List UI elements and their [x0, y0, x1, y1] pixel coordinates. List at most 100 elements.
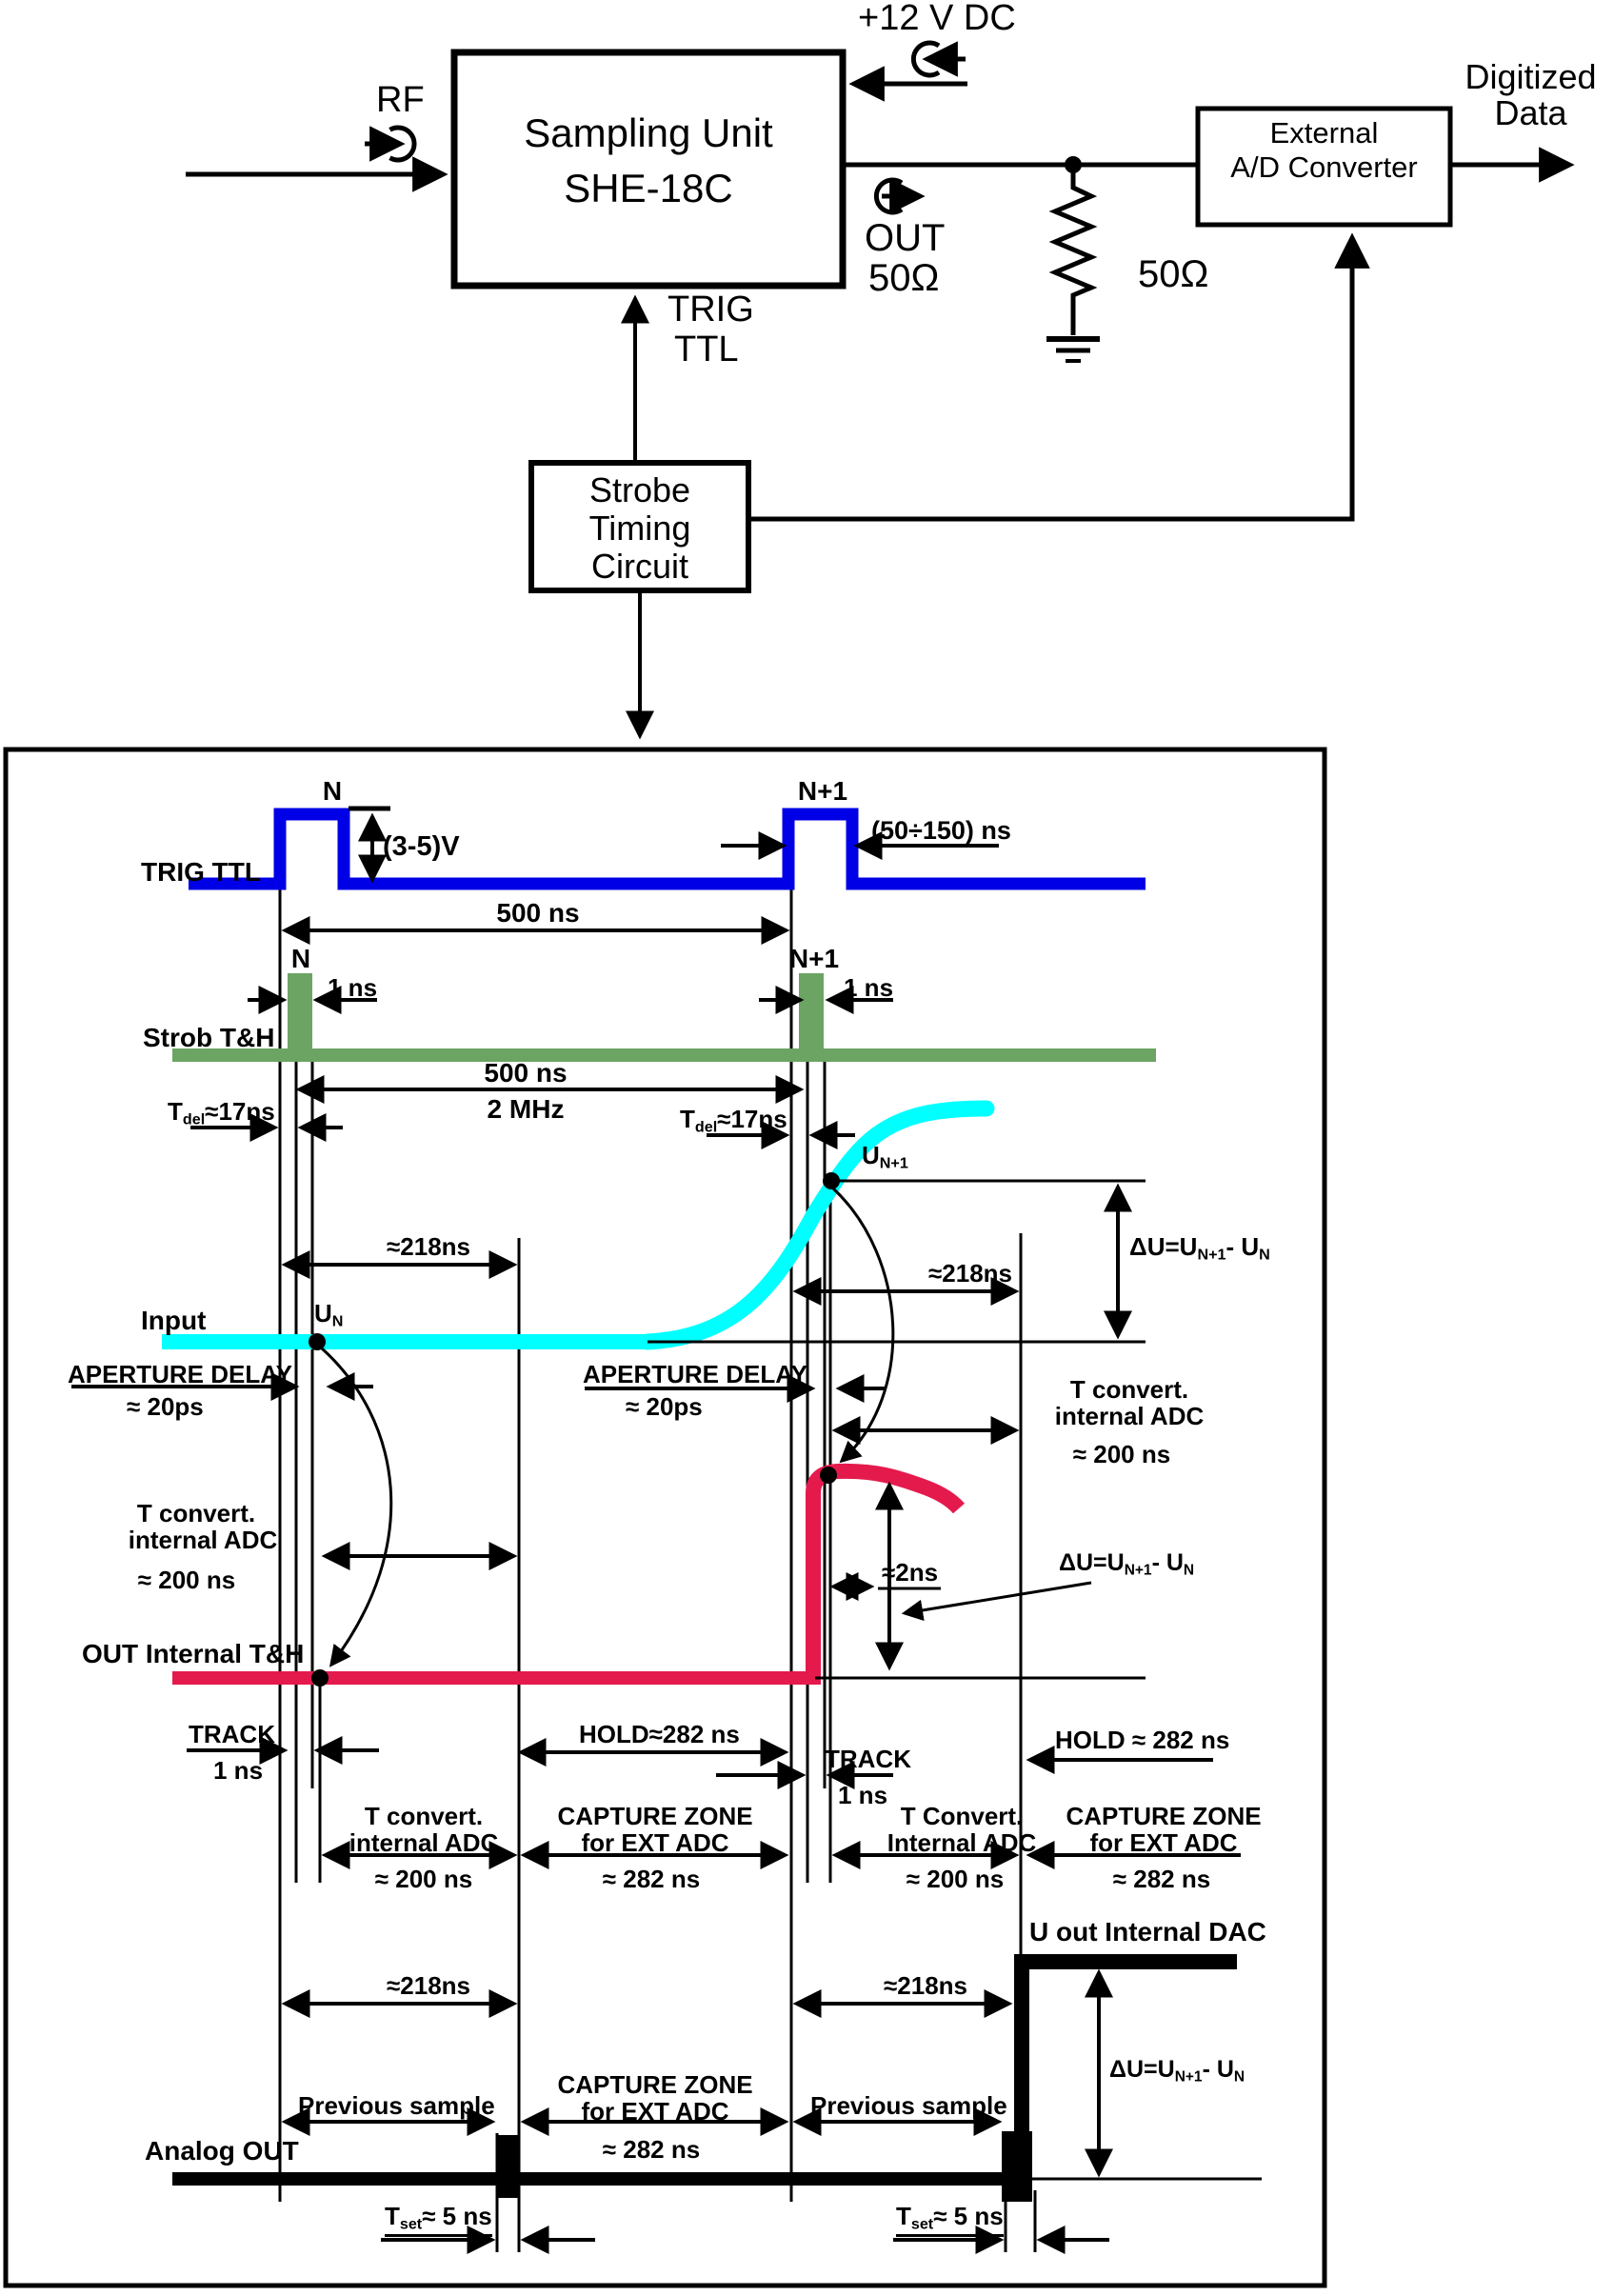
amplitude-label: (3-5)V [383, 831, 460, 862]
du-s1: N+1 [1174, 2068, 1203, 2086]
timing-frame [3, 747, 1327, 2288]
out-connector-icon [873, 177, 926, 215]
load-resistor [1046, 165, 1100, 363]
du-s2: N [1183, 1562, 1195, 1579]
sampling-unit-title: Sampling Unit [524, 110, 773, 155]
capture-bottom-2: for EXT ADC [581, 2097, 729, 2126]
sampling-unit-box [450, 49, 847, 289]
power-connector-icon [910, 40, 966, 78]
tdel-t: T [168, 1097, 183, 1126]
t218-label-l1: ≈218ns [387, 1232, 470, 1261]
tset-label-r: Tset≈ 5 ns [896, 2202, 1004, 2238]
tset-val: ≈ 5 ns [933, 2202, 1004, 2230]
u-sym: U [314, 1299, 332, 1328]
tconv-l-mid-v: ≈ 200 ns [137, 1566, 236, 1594]
freq-label: 2 MHz [487, 1094, 565, 1124]
aperture-value-l: ≈ 20ps [127, 1392, 204, 1421]
prev-sample-label-r: Previous sample [810, 2091, 1007, 2120]
un1-label: UN+1 [862, 1141, 908, 1172]
hold-label-mid: HOLD≈282 ns [579, 1720, 740, 1748]
un-label: UN [314, 1299, 344, 1330]
du-s1: N+1 [1124, 1562, 1152, 1579]
un1-sub: N+1 [879, 1154, 908, 1172]
du-p2: - U [1202, 2056, 1234, 2083]
tconv-r-track-1: T Convert. [900, 1802, 1024, 1830]
tset-sub: set [910, 2215, 934, 2233]
capture-mid-v: ≈ 282 ns [602, 1865, 701, 1893]
period-label-trig: 500 ns [496, 898, 580, 928]
track-value-l: 1 ns [213, 1756, 264, 1785]
level-lines [648, 1179, 1262, 2181]
capture-bottom-v: ≈ 282 ns [602, 2135, 701, 2164]
track-label-r: TRACK [825, 1745, 911, 1773]
out-label: OUT [865, 217, 946, 259]
capture-mid-2: for EXT ADC [581, 1828, 729, 1857]
capture-r-v: ≈ 282 ns [1112, 1865, 1211, 1893]
tset-t: T [896, 2202, 911, 2230]
capture-mid-1: CAPTURE ZONE [557, 1802, 753, 1830]
tdel-sub: del [182, 1110, 206, 1128]
tconv-r-mid-v: ≈ 200 ns [1072, 1440, 1171, 1468]
trig-row-label: TRIG TTL [141, 857, 261, 887]
u-sym: U [862, 1141, 880, 1169]
resistor-value-label: 50Ω [1138, 253, 1209, 295]
trig-label-1: TRIG [668, 289, 754, 329]
tdel-label-l: Tdel≈17ns [168, 1097, 275, 1128]
t218-label-r2: ≈218ns [884, 1971, 967, 2000]
tset-sub: set [399, 2215, 423, 2233]
sampling-unit-model: SHE-18C [564, 166, 733, 210]
capture-bottom-1: CAPTURE ZONE [557, 2070, 753, 2099]
tconv-l-track-2: internal ADC [349, 1828, 499, 1857]
pulse-width-label: (50÷150) ns [871, 816, 1011, 845]
settle-glitch-1 [497, 2135, 519, 2198]
tdel-val: ≈17ns [717, 1105, 787, 1133]
tconv-l-mid-1: T convert. [136, 1499, 256, 1527]
capture-r-1: CAPTURE ZONE [1066, 1802, 1262, 1830]
t218-label-l2: ≈218ns [387, 1971, 470, 2000]
du2-leader [901, 1581, 1092, 1622]
analog-out-waveform [172, 1954, 1237, 2202]
du-label-3: ΔU=UN+1- UN [1109, 2057, 1245, 2085]
rf-label: RF [376, 80, 425, 120]
capture-r-2: for EXT ADC [1089, 1828, 1238, 1857]
du-s2: N [1233, 2068, 1245, 2086]
out-impedance-label: 50Ω [868, 257, 940, 299]
tset-label-l: Tset≈ 5 ns [385, 2202, 492, 2238]
strobe-box-line-1: Strobe [588, 470, 691, 509]
aperture-value-r: ≈ 20ps [626, 1392, 703, 1421]
input-row-label: Input [141, 1306, 207, 1335]
du-s1: N+1 [1197, 1246, 1226, 1264]
period-label-strobe: 500 ns [484, 1058, 568, 1088]
du-label-1: ΔU=UN+1- UN [1129, 1232, 1270, 1264]
tset-val: ≈ 5 ns [422, 2202, 492, 2230]
du-p1: ΔU=U [1109, 2056, 1175, 2083]
power-label: +12 V DC [858, 0, 1016, 38]
du-p2: - U [1225, 1232, 1260, 1261]
sample-dots [309, 1172, 840, 1687]
block-diagram [186, 40, 1575, 740]
track-label-l: TRACK [189, 1720, 275, 1748]
t2ns-label: ≈2ns [882, 1558, 939, 1587]
du-p2: - U [1151, 1549, 1184, 1576]
aperture-label-l: APERTURE DELAY [68, 1360, 292, 1388]
outth-waveform [172, 1463, 966, 1685]
tconv-l-track-1: T convert. [364, 1802, 484, 1830]
digitized-label-1: Digitized [1465, 57, 1597, 96]
tdel-sub: del [694, 1118, 718, 1136]
adc-title-2: A/D Converter [1230, 150, 1418, 184]
dac-step [1014, 1954, 1237, 2181]
tconv-l-mid-2: internal ADC [128, 1526, 278, 1554]
track-value-r: 1 ns [838, 1781, 888, 1809]
hold-label-r: HOLD ≈ 282 ns [1055, 1726, 1230, 1754]
dac-row-label: U out Internal DAC [1029, 1917, 1266, 1947]
strobe-feedback-arrow [748, 232, 1370, 522]
dimension-arrows [71, 806, 1241, 2254]
analog-row-label: Analog OUT [145, 2136, 299, 2166]
du-s2: N [1259, 1246, 1270, 1264]
strobe-row-label: Strob T&H [143, 1023, 275, 1052]
tconv-r-track-v: ≈ 200 ns [906, 1865, 1005, 1893]
tset-t: T [385, 2202, 400, 2230]
un-sub: N [331, 1312, 344, 1330]
digitized-label-2: Data [1494, 93, 1567, 132]
